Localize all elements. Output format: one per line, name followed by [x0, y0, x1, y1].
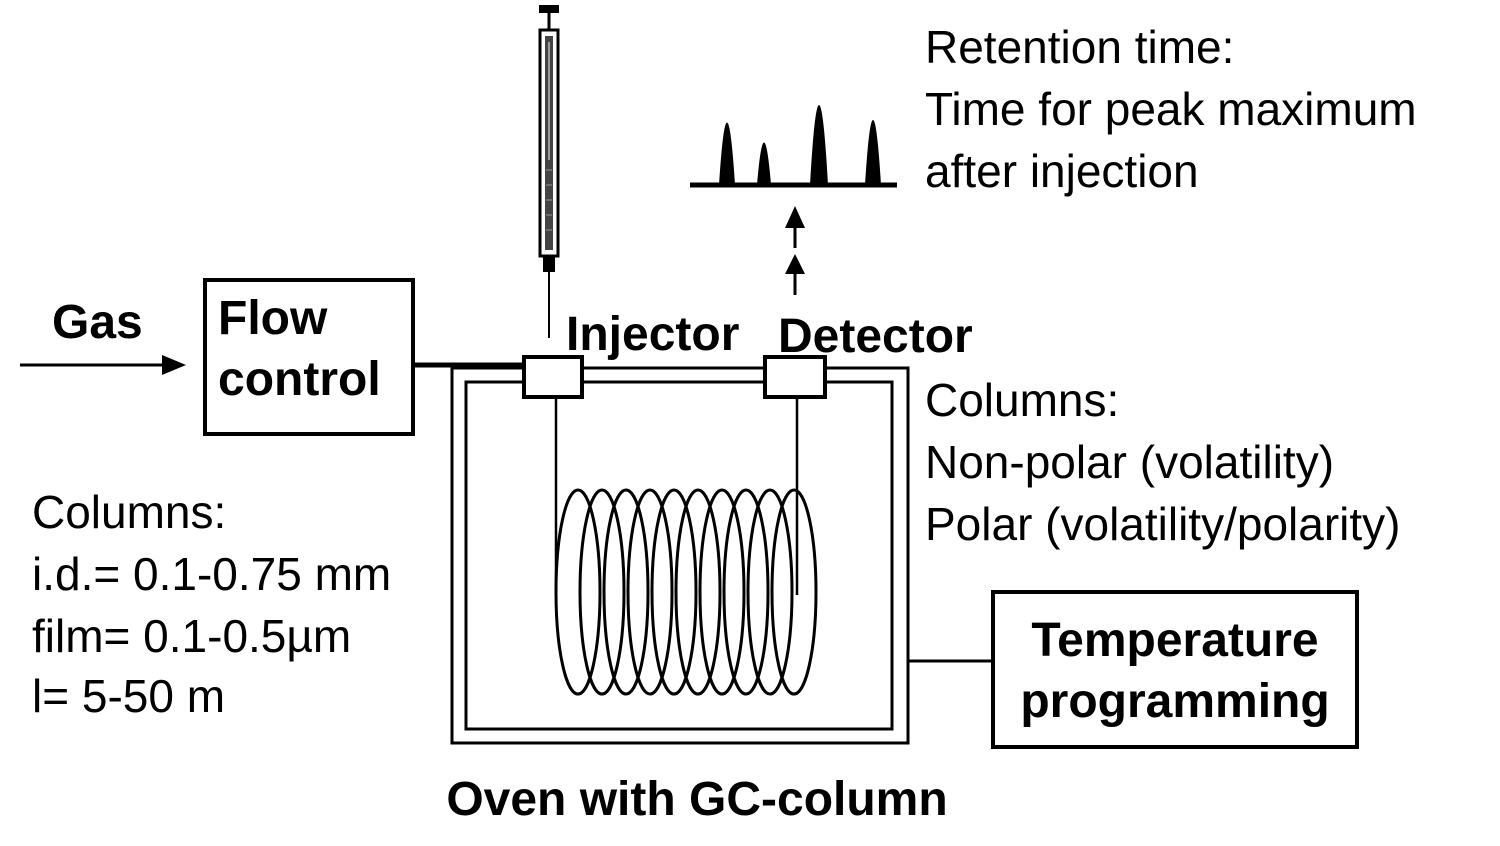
oven-inner-wall [464, 380, 894, 731]
chromatogram-peak-3 [810, 105, 828, 185]
column-specs-heading: Columns: [32, 486, 226, 538]
chromatogram-peak-2 [757, 142, 771, 185]
column-coil-loop [746, 488, 794, 696]
oven-label: Oven with GC-column [446, 773, 947, 826]
flow-control-box [203, 278, 415, 436]
detector-port [763, 355, 827, 399]
syringe-icon [538, 5, 560, 338]
gas-label: Gas [52, 296, 143, 349]
column-coil-loop [770, 488, 818, 696]
column-type-nonpolar: Non-polar (volatility) [925, 436, 1334, 488]
column-coil-loop [578, 488, 626, 696]
retention-note-line1: Retention time: [925, 21, 1234, 73]
oven-outer-wall [450, 366, 910, 745]
injector-label: Injector [566, 308, 739, 361]
column-coil-loop [698, 488, 746, 696]
column-type-polar: Polar (volatility/polarity) [925, 498, 1400, 550]
detector-label: Detector [778, 310, 973, 363]
chromatogram [690, 105, 897, 188]
column-coil-loop [602, 488, 650, 696]
temperature-programming-label-line2: programming [1020, 675, 1329, 728]
chromatogram-peak-4 [865, 120, 881, 185]
temperature-programming-box [991, 590, 1359, 749]
flow-control-label-line2: control [218, 353, 381, 406]
temperature-programming-label-line1: Temperature [1031, 614, 1318, 667]
retention-note-line3: after injection [925, 145, 1199, 197]
retention-note-line2: Time for peak maximum [925, 83, 1417, 135]
column-coil-loop [674, 488, 722, 696]
chromatogram-peak-1 [719, 122, 735, 185]
column-types-heading: Columns: [925, 374, 1119, 426]
gc-column-coil [554, 488, 818, 696]
column-spec-id: i.d.= 0.1-0.75 mm [32, 548, 391, 600]
column-coil-loop [722, 488, 770, 696]
column-coil-loop [554, 488, 602, 696]
gas-inlet-arrow [20, 355, 186, 375]
column-spec-length: l= 5-50 m [32, 670, 225, 722]
signal-arrows [785, 206, 805, 295]
column-coil-loop [650, 488, 698, 696]
injector-port [522, 355, 584, 399]
column-coil-loop [626, 488, 674, 696]
flow-control-label-line1: Flow [218, 292, 328, 345]
column-spec-film: film= 0.1-0.5µm [32, 610, 351, 662]
